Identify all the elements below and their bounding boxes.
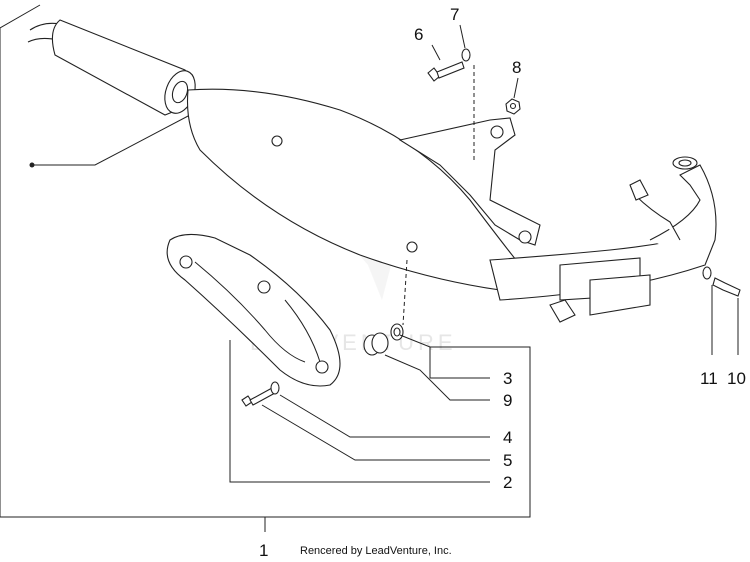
bolt-10 [712,277,741,297]
callout-8: 8 [512,58,521,77]
callout-10: 10 [727,369,746,388]
callout-6: 6 [414,25,423,44]
assembly-bracket [0,4,531,532]
callout-5: 5 [503,451,512,470]
header-pipes [489,156,717,323]
callout-11: 11 [700,369,718,388]
bolt-5 [241,387,276,407]
credit-text: Rencered by LeadVenture, Inc. [300,545,452,557]
callout-3: 3 [503,369,512,388]
muffler [27,19,521,291]
callout-9: 9 [503,391,512,410]
washer-3 [390,323,404,341]
nut-8 [505,98,521,115]
washer-7 [461,48,471,62]
callout-1: 1 [259,541,268,560]
callout-2: 2 [503,473,512,492]
leader-lines [229,24,739,483]
grommet-9 [363,332,389,356]
callout-7: 7 [450,5,459,24]
washer-11 [702,266,712,280]
heat-shield [166,233,341,387]
bolt-6 [427,61,465,82]
mounting-bracket [398,117,541,246]
washer-4 [270,381,280,395]
callout-4: 4 [503,428,512,447]
